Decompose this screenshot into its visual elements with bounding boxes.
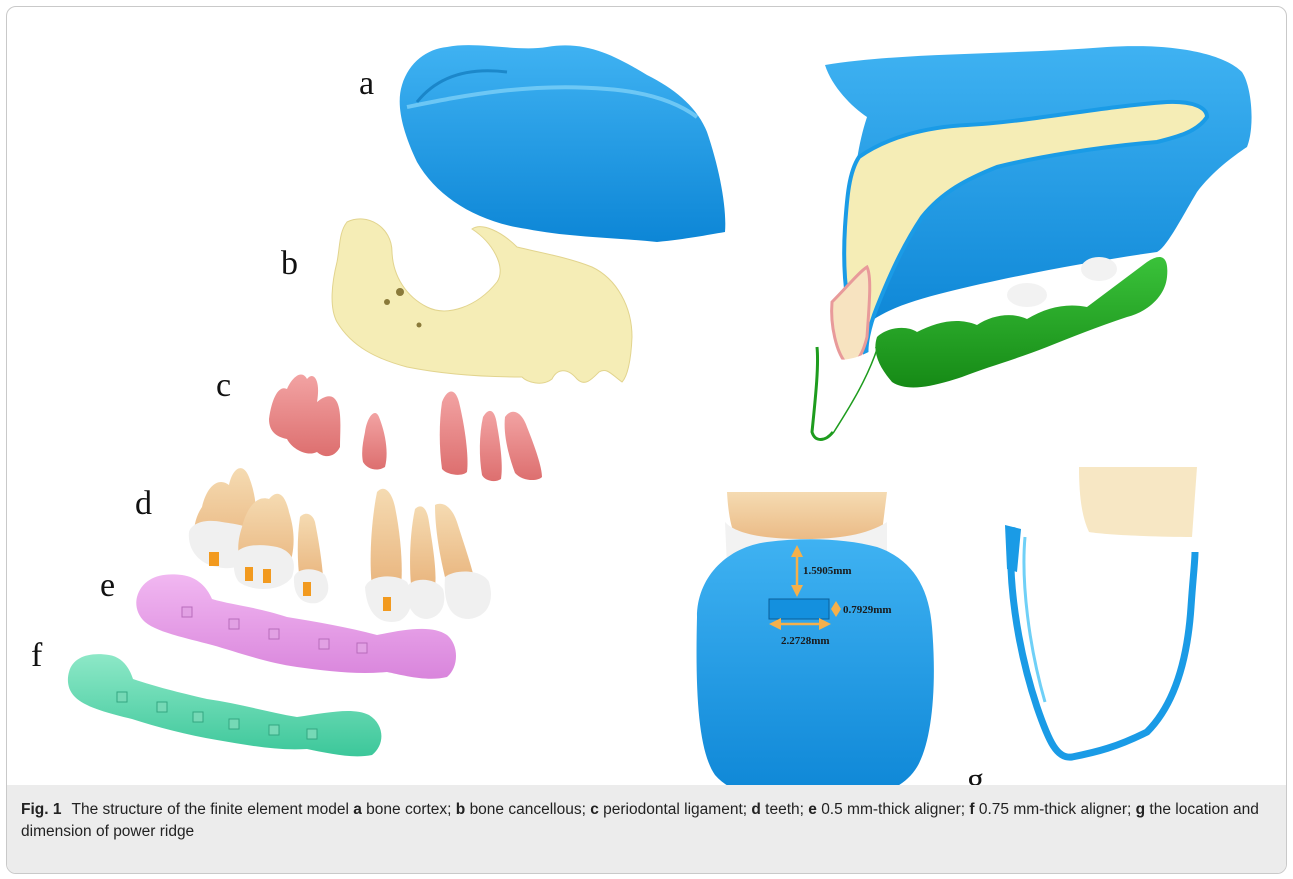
- bone-cortex-model: [400, 45, 726, 242]
- caption-text-e: 0.5 mm-thick aligner;: [821, 801, 965, 818]
- power-ridge-section-view: [1005, 467, 1197, 757]
- panel-label-f: f: [31, 637, 42, 675]
- caption-letter-d: d: [751, 801, 760, 818]
- caption-letter-f: f: [969, 801, 974, 818]
- caption-letter-c: c: [590, 801, 599, 818]
- caption-text-d: teeth;: [765, 801, 804, 818]
- teeth-model: [189, 468, 491, 622]
- figure-illustration: [7, 7, 1287, 787]
- figure-number: Fig. 1: [21, 801, 61, 818]
- caption-letter-a: a: [353, 801, 362, 818]
- panel-label-d: d: [135, 485, 152, 523]
- ridge-depth-label: 0.7929mm: [843, 604, 892, 616]
- figure-image: a b c d e f g 1.5905mm 0.7929mm 2.2728mm: [7, 7, 1287, 787]
- caption-band: Fig. 1 The structure of the finite elemen…: [7, 785, 1287, 874]
- panel-label-c: c: [216, 367, 231, 405]
- figure-frame: a b c d e f g 1.5905mm 0.7929mm 2.2728mm…: [6, 6, 1287, 874]
- periodontal-ligament-model: [269, 374, 542, 481]
- sagittal-section-model: [812, 46, 1252, 439]
- bone-cancellous-model: [332, 219, 632, 383]
- caption-text-b: bone cancellous;: [470, 801, 586, 818]
- caption-intro: The structure of the finite element mode…: [71, 801, 348, 818]
- caption-letter-g: g: [1136, 801, 1145, 818]
- panel-label-a: a: [359, 65, 374, 103]
- panel-label-b: b: [281, 245, 298, 283]
- ridge-height-label: 1.5905mm: [803, 565, 852, 577]
- panel-label-e: e: [100, 567, 115, 605]
- caption-letter-b: b: [456, 801, 465, 818]
- figure-caption: Fig. 1 The structure of the finite elemen…: [21, 799, 1270, 843]
- ridge-width-label: 2.2728mm: [781, 635, 830, 647]
- caption-text-f: 0.75 mm-thick aligner;: [979, 801, 1131, 818]
- caption-letter-e: e: [808, 801, 817, 818]
- caption-text-a: bone cortex;: [366, 801, 451, 818]
- caption-text-c: periodontal ligament;: [603, 801, 747, 818]
